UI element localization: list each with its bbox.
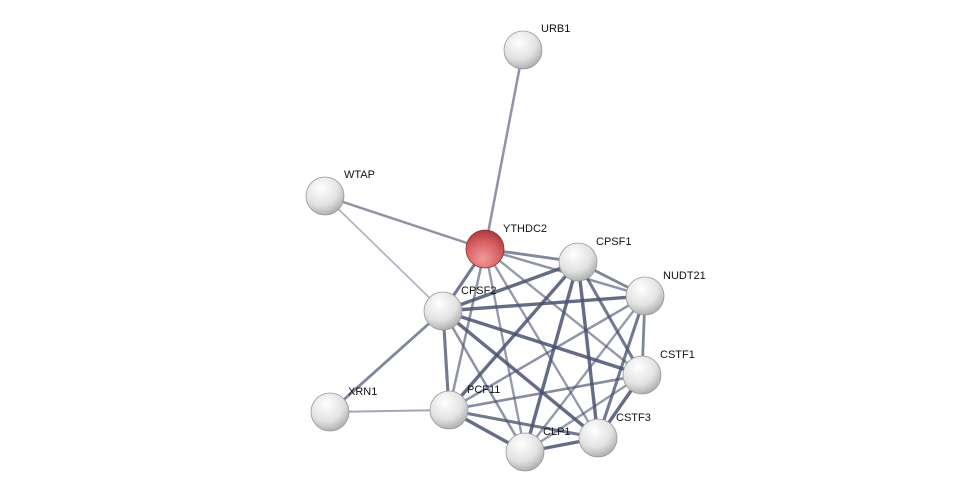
node-xrn1[interactable]: XRN1 (310, 386, 377, 432)
edge-cstf1-pcf11[interactable] (448, 373, 643, 412)
node-ball[interactable] (429, 390, 469, 430)
node-cstf3[interactable]: CSTF3 (578, 412, 651, 458)
node-label: NUDT21 (663, 270, 706, 282)
node-ball[interactable] (505, 432, 545, 472)
node-ball[interactable] (625, 276, 665, 316)
edge-cpsf1-cstf1[interactable] (576, 261, 644, 376)
edge-cpsf1-cpsf2[interactable] (442, 260, 579, 313)
node-label: CPSF1 (596, 236, 631, 248)
edge-pcf11-cstf3[interactable] (448, 408, 599, 440)
edge-nudt21-clp1[interactable] (524, 295, 646, 453)
node-label: PCF11 (467, 384, 500, 396)
node-cstf1[interactable]: CSTF1 (622, 349, 695, 395)
node-label: CSTF3 (616, 412, 651, 424)
edge-xrn1-cpsf2[interactable] (329, 309, 444, 414)
edge-wtap-ythdc2[interactable] (324, 194, 486, 251)
node-ball[interactable] (558, 242, 598, 282)
node-cpsf1[interactable]: CPSF1 (558, 236, 631, 282)
node-ball[interactable] (622, 355, 662, 395)
edge-nudt21-pcf11[interactable] (448, 294, 646, 412)
node-ball[interactable] (465, 229, 505, 269)
node-ball[interactable] (503, 30, 543, 70)
node-pcf11[interactable]: PCF11 (429, 384, 500, 430)
edge-xrn1-pcf11[interactable] (329, 408, 450, 414)
node-ball[interactable] (305, 176, 345, 216)
edge-wtap-cpsf2[interactable] (324, 195, 444, 312)
edge-cpsf2-cstf3[interactable] (441, 309, 600, 440)
edge-cpsf1-pcf11[interactable] (447, 260, 580, 412)
edge-nudt21-cpsf2[interactable] (442, 294, 646, 313)
node-label: URB1 (541, 23, 570, 35)
node-ythdc2[interactable]: YTHDC2 (465, 223, 547, 269)
node-label: CSTF1 (660, 349, 695, 361)
node-urb1[interactable]: URB1 (503, 23, 570, 70)
node-label: CPSF2 (461, 285, 496, 297)
node-label: WTAP (344, 169, 375, 181)
node-label: CLP1 (543, 426, 571, 438)
node-ball[interactable] (578, 418, 618, 458)
edge-cpsf2-clp1[interactable] (441, 310, 527, 453)
edge-ythdc2-clp1[interactable] (483, 248, 527, 453)
node-label: XRN1 (348, 386, 377, 398)
edge-cpsf1-clp1[interactable] (523, 261, 580, 453)
node-ball[interactable] (310, 392, 350, 432)
node-wtap[interactable]: WTAP (305, 169, 375, 216)
node-clp1[interactable]: CLP1 (505, 426, 571, 472)
node-nudt21[interactable]: NUDT21 (625, 270, 706, 316)
node-label: YTHDC2 (503, 223, 547, 235)
node-ball[interactable] (423, 291, 463, 331)
edge-cstf1-clp1[interactable] (524, 374, 643, 453)
edge-cpsf1-cstf3[interactable] (576, 261, 600, 439)
edge-urb1-ythdc2[interactable] (483, 49, 525, 250)
edge-cpsf2-cstf1[interactable] (442, 309, 643, 377)
node-cpsf2[interactable]: CPSF2 (423, 285, 496, 331)
